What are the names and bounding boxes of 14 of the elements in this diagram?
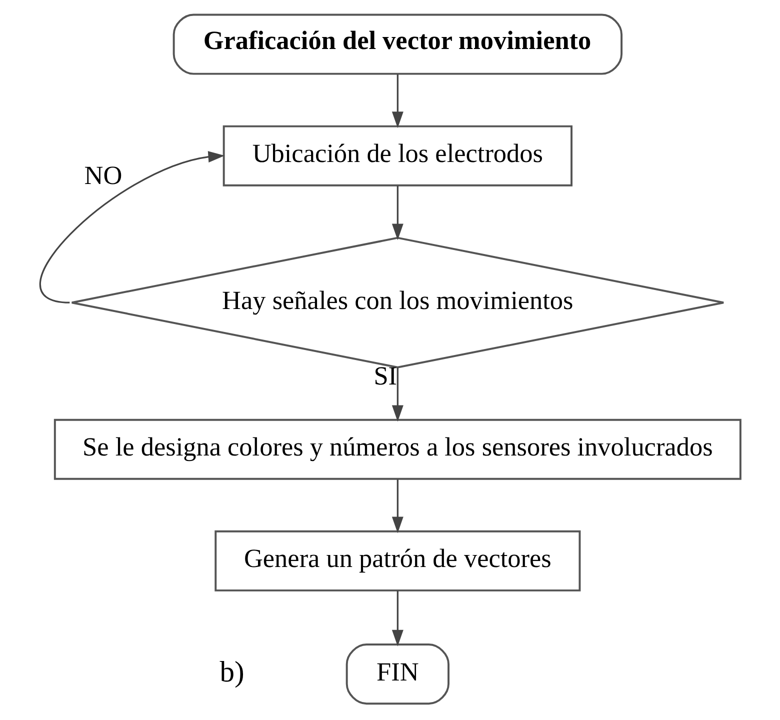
arrow bbox=[392, 368, 404, 422]
arrow bbox=[392, 186, 404, 240]
node-box: FIN bbox=[346, 644, 450, 705]
node-box: Se le designa colores y números a los sensores involucrados bbox=[54, 418, 742, 480]
arrow bbox=[392, 479, 404, 534]
node-diamond: Hay señales con los movimientos bbox=[70, 236, 725, 368]
edge-label: NO bbox=[84, 160, 122, 190]
arrow bbox=[392, 590, 404, 646]
arrow bbox=[40, 151, 225, 304]
node-box: Ubicación de los electrodos bbox=[222, 125, 572, 186]
arrow bbox=[392, 74, 404, 128]
label: b) bbox=[220, 656, 244, 688]
node-box: Graficación del vector movimiento bbox=[172, 14, 623, 75]
node-box: Genera un patrón de vectores bbox=[214, 530, 581, 592]
